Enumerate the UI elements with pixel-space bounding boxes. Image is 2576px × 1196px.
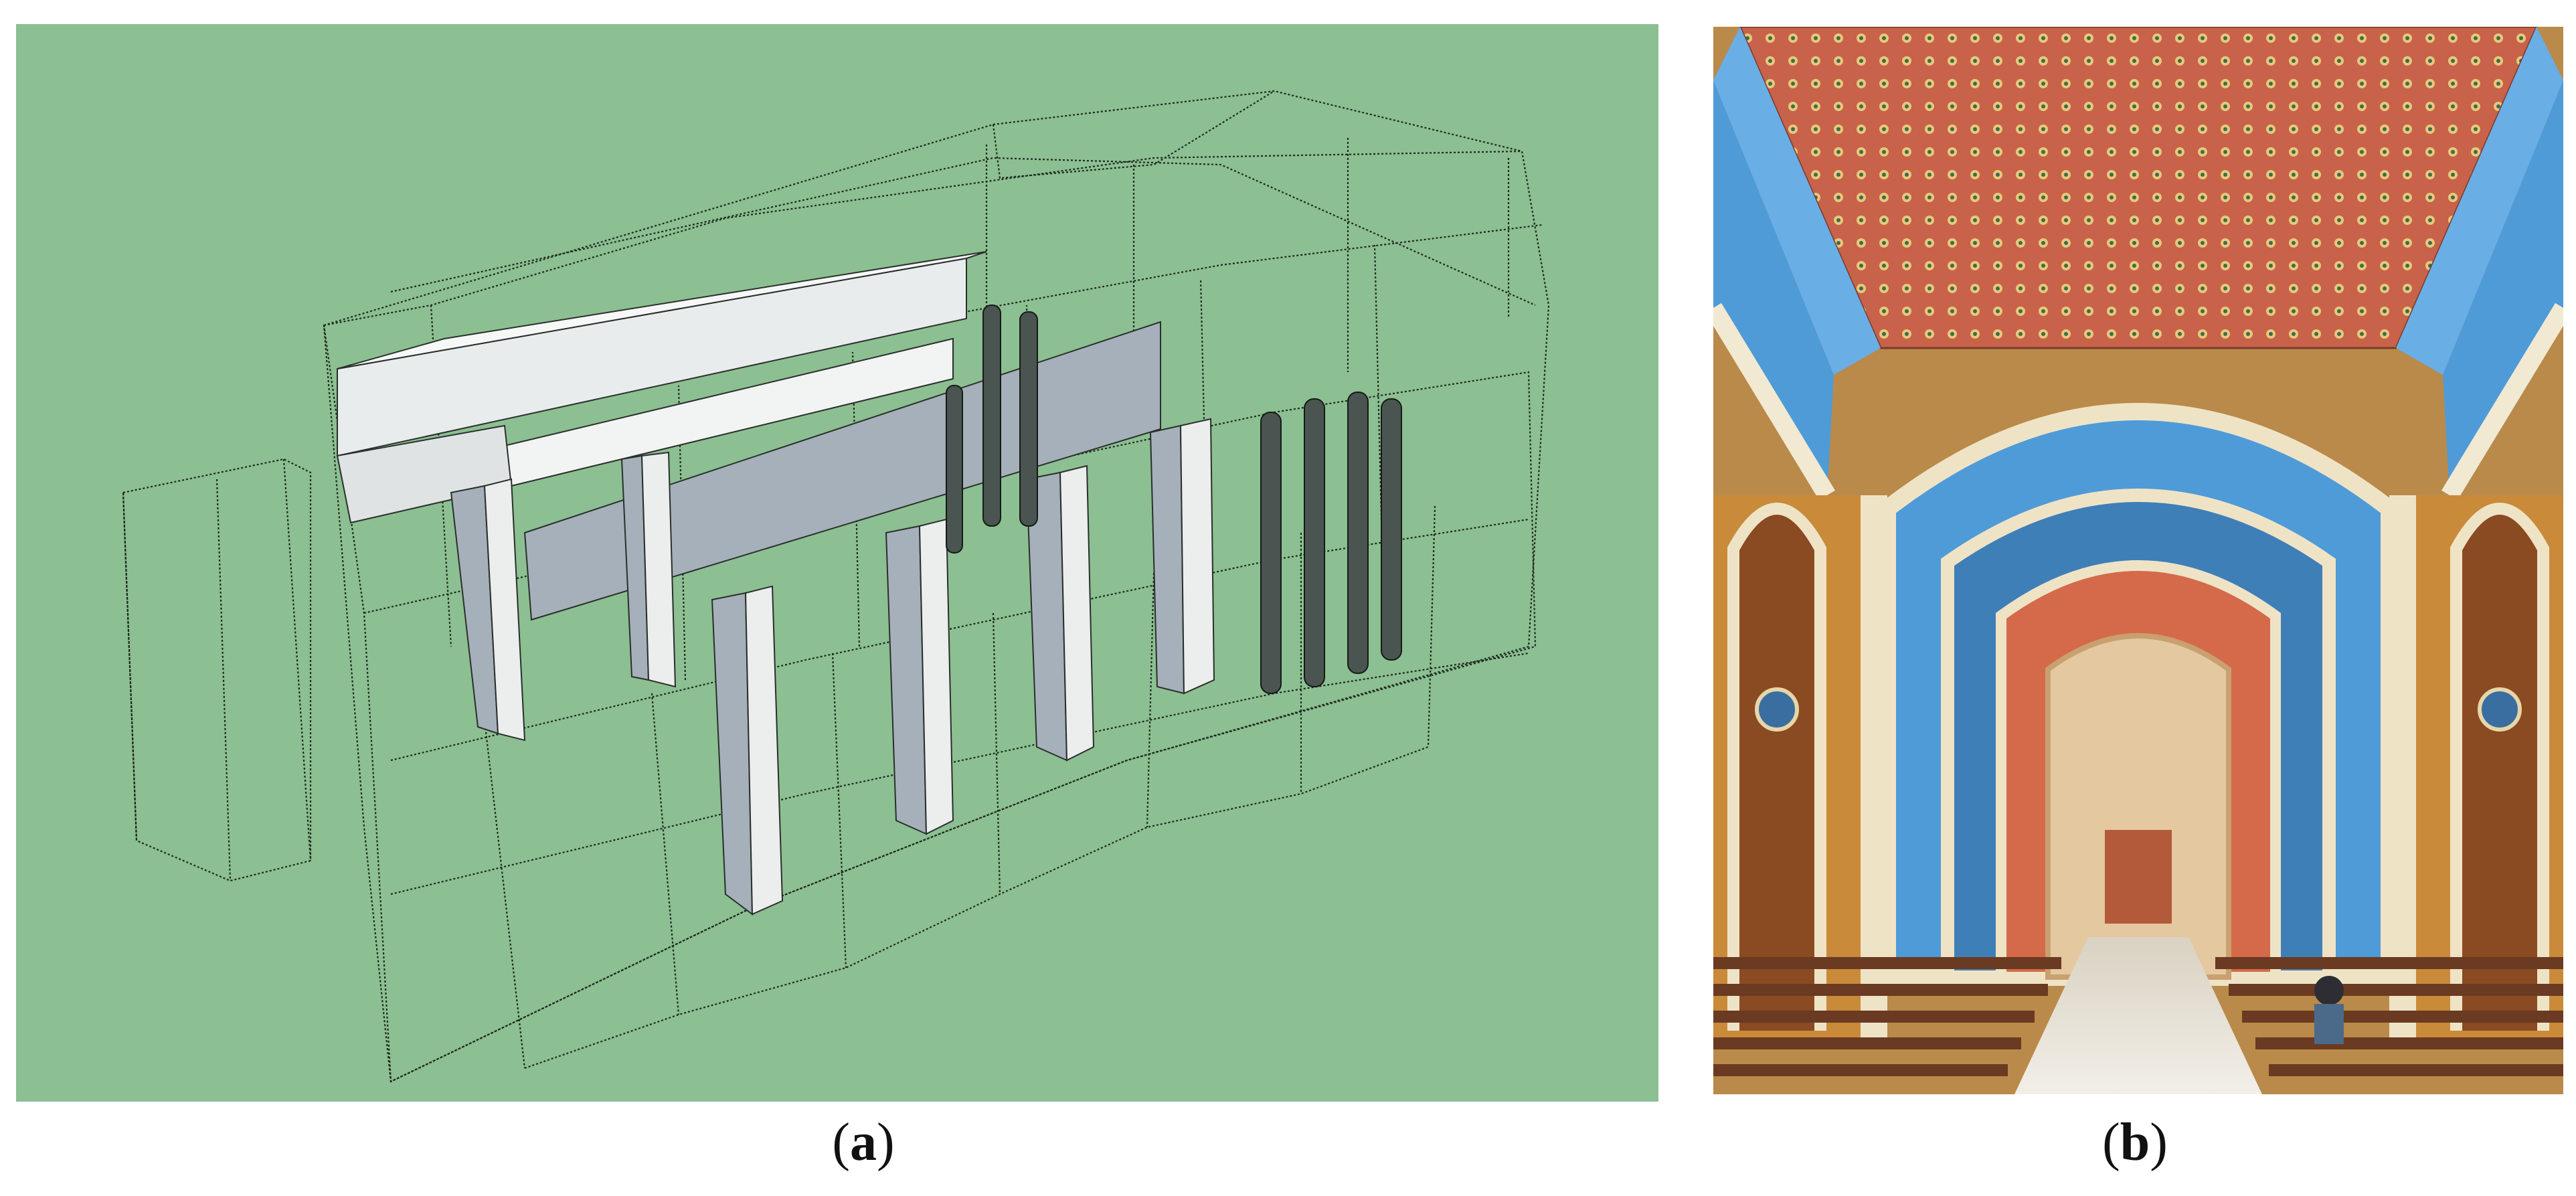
pews-left — [1713, 957, 2061, 1076]
columns-dark — [946, 305, 1402, 694]
caption-a-label: a — [850, 1113, 877, 1172]
caption-b: (b) — [2102, 1113, 2168, 1172]
model-background — [16, 24, 1658, 1102]
caption-b-label: b — [2120, 1113, 2150, 1172]
church-interior-illustration — [1713, 27, 2563, 1094]
blue-mural-left — [1713, 80, 1834, 495]
figure-panel-b — [1713, 27, 2563, 1094]
wireframe-model-illustration — [16, 24, 1658, 1102]
caption-a: (a) — [832, 1113, 895, 1172]
altar-area — [2045, 633, 2231, 980]
figure-panel-a — [16, 24, 1658, 1102]
altar — [2105, 830, 2172, 924]
columns-white-grey — [450, 418, 1215, 916]
roof-beam-white — [336, 251, 987, 524]
blue-mural-right — [2443, 80, 2563, 495]
nave-floor — [2014, 937, 2262, 1094]
